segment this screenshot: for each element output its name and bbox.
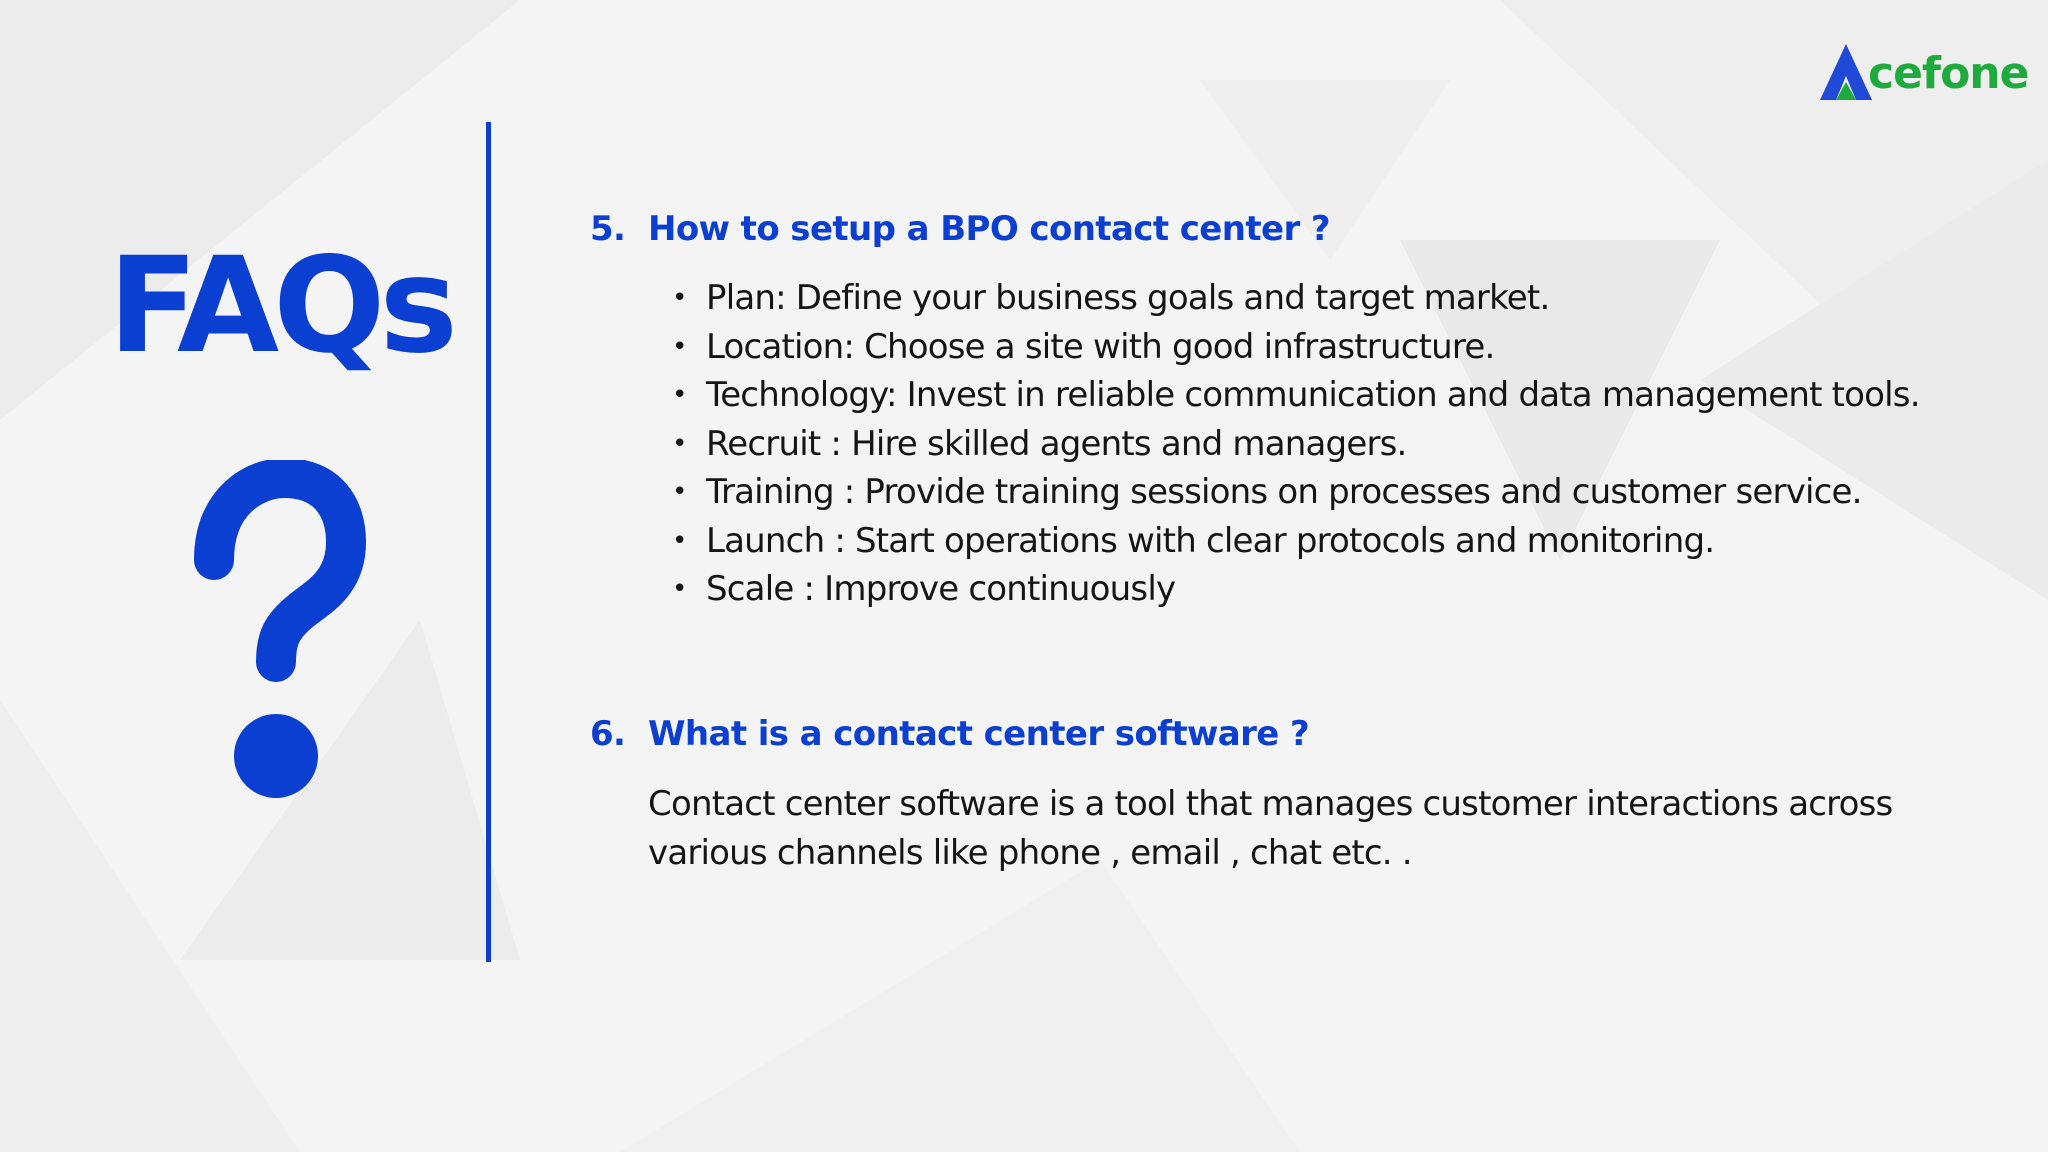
faq-question-text: What is a contact center software ? [648, 714, 1310, 754]
bullet-icon: • [672, 283, 687, 313]
logo-a-icon [1820, 44, 1872, 100]
list-item: • Training : Provide training sessions on… [672, 468, 1920, 517]
bullet-icon: • [672, 574, 687, 604]
list-item: • Plan: Define your business goals and ta… [672, 274, 1920, 323]
question-mark-icon [194, 460, 366, 798]
list-item-text: Recruit : Hire skilled agents and manage… [706, 423, 1407, 464]
bullet-icon: • [672, 380, 687, 410]
acefone-logo: cefone [1818, 40, 2029, 104]
list-item: • Recruit : Hire skilled agents and manag… [672, 420, 1920, 469]
faq-number: 6. [590, 714, 626, 754]
list-item: • Location: Choose a site with good infra… [672, 323, 1920, 372]
list-item-text: Plan: Define your business goals and tar… [706, 278, 1550, 318]
list-item-text: Scale : Improve continuously [706, 569, 1176, 609]
logo-wordmark: cefone [1868, 48, 2029, 99]
list-item-text: Location: Choose a site with good infras… [706, 326, 1495, 367]
faq-number: 5. [590, 209, 626, 249]
faq-6-answer: Contact center software is a tool that m… [648, 784, 1893, 873]
faq-question-5: 5. How to setup a BPO contact center ? [590, 209, 1331, 249]
faq-question-text: How to setup a BPO contact center ? [648, 209, 1331, 249]
faq-question-6: 6. What is a contact center software ? [590, 714, 1310, 754]
faq-5-answer-list: • Plan: Define your business goals and ta… [672, 274, 1921, 614]
bullet-icon: • [672, 525, 687, 556]
bullet-icon: • [672, 428, 687, 459]
list-item-text: Launch : Start operations with clear pro… [706, 520, 1715, 561]
list-item-text: Training : Provide training sessions on … [706, 472, 1862, 512]
list-item: • Scale : Improve continuously [672, 565, 1920, 614]
list-item: • Technology: Invest in reliable communic… [672, 371, 1921, 420]
list-item-text: Technology: Invest in reliable communica… [706, 375, 1921, 415]
faqs-title: FAQs [108, 229, 458, 383]
list-item: • Launch : Start operations with clear pr… [672, 517, 1920, 566]
bullet-icon: • [672, 477, 687, 507]
vertical-divider [486, 122, 491, 962]
bullet-icon: • [672, 331, 687, 362]
